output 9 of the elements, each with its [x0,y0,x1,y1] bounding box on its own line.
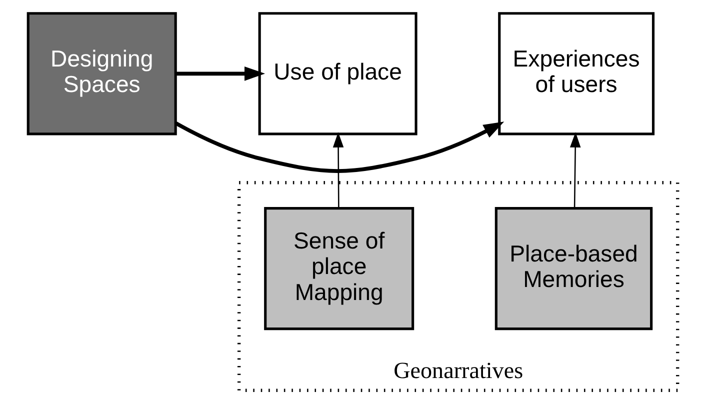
node-box: Use of place [258,12,418,136]
node-box: Designing Spaces [26,12,177,136]
node-box: Experiences of users [498,12,655,136]
arrow [176,66,266,81]
arrow [570,132,581,208]
node-box: Sense of place Mapping [264,207,414,330]
node-box: Place-based Memories [494,207,653,330]
arrow [174,122,504,173]
arrow [332,132,344,208]
